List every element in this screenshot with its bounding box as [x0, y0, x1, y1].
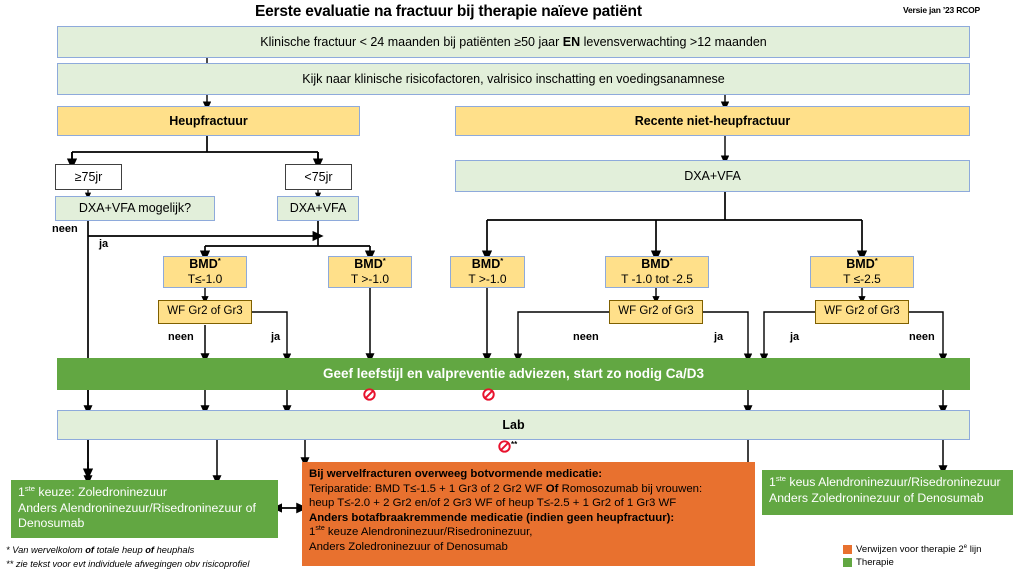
age-ge-75-box: ≥75jr — [55, 164, 122, 190]
dxa-vfa-left-label: DXA+VFA — [289, 201, 347, 216]
intake-en-bold: EN — [562, 34, 581, 49]
edge-label-ja-wf-left: ja — [271, 331, 281, 343]
bmd-asterisk-right-2: * — [669, 256, 673, 266]
outcome-left-line-3: Denosumab — [18, 516, 85, 531]
age-ge-75-label: ≥75jr — [74, 169, 103, 184]
dxa-vfa-right-label: DXA+VFA — [684, 168, 741, 183]
lab-bar: Lab — [57, 410, 970, 440]
no-entry-icon-1 — [363, 388, 376, 401]
outcome-orange-line-4: Anders botafbraakremmende medicatie (ind… — [309, 511, 675, 524]
intake-criteria-box: Klinische fractuur < 24 maanden bij pati… — [57, 26, 970, 58]
wf-box-left: WF Gr2 of Gr3 — [158, 300, 252, 324]
lab-label: Lab — [502, 417, 525, 432]
bmd-value-left-1: T≤-1.0 — [187, 271, 223, 286]
outcome-orange-box: Bij wervelfracturen overweeg botvormende… — [302, 462, 755, 566]
bmd-asterisk-left-1: * — [217, 256, 221, 266]
bmd-label-right-2: BMD* — [641, 256, 673, 272]
legend-swatch-green — [843, 558, 852, 567]
bmd-box-right-3: BMD* T ≤-2.5 — [810, 256, 914, 288]
wf-box-mid-label: WF Gr2 of Gr3 — [618, 305, 694, 318]
intake-criteria-text: Klinische fractuur < 24 maanden bij pati… — [260, 34, 767, 49]
bmd-asterisk-right-1: * — [500, 256, 504, 266]
bmd-label-left-2: BMD* — [354, 256, 386, 272]
lifestyle-advice-label: Geef leefstijl en valpreventie adviezen,… — [322, 366, 705, 382]
bmd-box-right-2: BMD* T -1.0 tot -2.5 — [605, 256, 709, 288]
outcome-right-line-1: 1ste keus Alendroninezuur/Risedroninezuu… — [769, 473, 1001, 489]
lifestyle-advice-bar: Geef leefstijl en valpreventie adviezen,… — [57, 358, 970, 390]
dxa-vfa-possible-box: DXA+VFA mogelijk? — [55, 196, 215, 221]
outcome-left-line-2: Anders Alendroninezuur/Risedroninezuur o… — [18, 500, 256, 515]
outcome-orange-line-1: Bij wervelfracturen overweeg botvormende… — [309, 468, 603, 480]
version-label: Versie jan ’23 RCOP — [903, 5, 980, 15]
age-lt-75-box: <75jr — [285, 164, 352, 190]
bmd-asterisk-right-3: * — [874, 256, 878, 266]
no-entry-icon-3 — [498, 440, 511, 453]
legend-item-therapy: Therapie — [843, 557, 981, 568]
branch-hip-fracture: Heupfractuur — [57, 106, 360, 136]
bmd-label-right-3: BMD* — [846, 256, 878, 272]
branch-non-hip-fracture-label: Recente niet-heupfractuur — [634, 113, 791, 128]
outcome-right-green-box: 1ste keus Alendroninezuur/Risedroninezuu… — [762, 470, 1013, 515]
bmd-asterisk-left-2: * — [382, 256, 386, 266]
bmd-value-left-2: T >-1.0 — [350, 271, 390, 286]
footnote-one: * Van wervelkolom of totale heup of heup… — [6, 545, 195, 555]
edge-label-neen-wf-left: neen — [168, 331, 194, 343]
age-lt-75-label: <75jr — [304, 169, 333, 184]
outcome-left-line-1: 1ste keuze: Zoledroninezuur — [18, 483, 167, 499]
edge-label-ja-dxa: ja — [99, 238, 109, 250]
dxa-vfa-possible-label: DXA+VFA mogelijk? — [78, 201, 192, 216]
bmd-value-right-2: T -1.0 tot -2.5 — [621, 271, 693, 286]
wf-box-mid: WF Gr2 of Gr3 — [609, 300, 703, 324]
edge-label-ja-wf-right: ja — [790, 331, 800, 343]
outcome-orange-line-5: 1ste keuze Alendroninezuur/Risedroninezu… — [309, 525, 533, 539]
bmd-box-left-2: BMD* T >-1.0 — [328, 256, 412, 288]
outcome-orange-line-3: heup T≤-2.0 + 2 Gr2 en/of 2 Gr3 WF of he… — [309, 497, 677, 510]
bmd-value-right-3: T ≤-2.5 — [843, 271, 881, 286]
dxa-vfa-left-box: DXA+VFA — [277, 196, 359, 221]
legend-label-referral: Verwijzen voor therapie 2e lijn — [856, 543, 982, 555]
footnote-two: ** zie tekst voor evt individuele afwegi… — [6, 559, 250, 569]
edge-label-ja-wf-mid: ja — [714, 331, 724, 343]
branch-hip-fracture-label: Heupfractuur — [169, 113, 248, 128]
wf-box-left-label: WF Gr2 of Gr3 — [167, 305, 243, 318]
branch-non-hip-fracture: Recente niet-heupfractuur — [455, 106, 970, 136]
outcome-left-green-box: 1ste keuze: Zoledroninezuur Anders Alend… — [11, 480, 278, 538]
lab-footnote-marker: ** — [511, 440, 518, 449]
legend: Verwijzen voor therapie 2e lijn Therapie — [843, 544, 981, 570]
page-title: Eerste evaluatie na fractuur bij therapi… — [255, 3, 642, 20]
edge-label-neen-wf-right: neen — [909, 331, 935, 343]
legend-label-therapy: Therapie — [856, 557, 894, 568]
wf-box-right-label: WF Gr2 of Gr3 — [824, 305, 900, 318]
edge-label-neen-wf-mid: neen — [573, 331, 599, 343]
risk-assessment-text: Kijk naar klinische risicofactoren, valr… — [302, 71, 725, 86]
bmd-box-left-1: BMD* T≤-1.0 — [163, 256, 247, 288]
outcome-orange-line-6: Anders Zoledroninezuur of Denosumab — [309, 540, 508, 553]
outcome-right-line-2: Anders Zoledroninezuur of Denosumab — [769, 490, 984, 505]
bmd-label-left-1: BMD* — [189, 256, 221, 272]
bmd-value-right-1: T >-1.0 — [468, 271, 507, 286]
no-entry-icon-2 — [482, 388, 495, 401]
edge-label-neen-dxa: neen — [52, 223, 78, 235]
dxa-vfa-right-box: DXA+VFA — [455, 160, 970, 192]
risk-assessment-box: Kijk naar klinische risicofactoren, valr… — [57, 63, 970, 95]
legend-swatch-orange — [843, 545, 852, 554]
bmd-box-right-1: BMD* T >-1.0 — [450, 256, 525, 288]
bmd-label-right-1: BMD* — [471, 256, 504, 272]
legend-item-referral: Verwijzen voor therapie 2e lijn — [843, 544, 981, 555]
wf-box-right: WF Gr2 of Gr3 — [815, 300, 909, 324]
outcome-orange-line-2: Teriparatide: BMD T≤-1.5 + 1 Gr3 of 2 Gr… — [309, 482, 703, 495]
